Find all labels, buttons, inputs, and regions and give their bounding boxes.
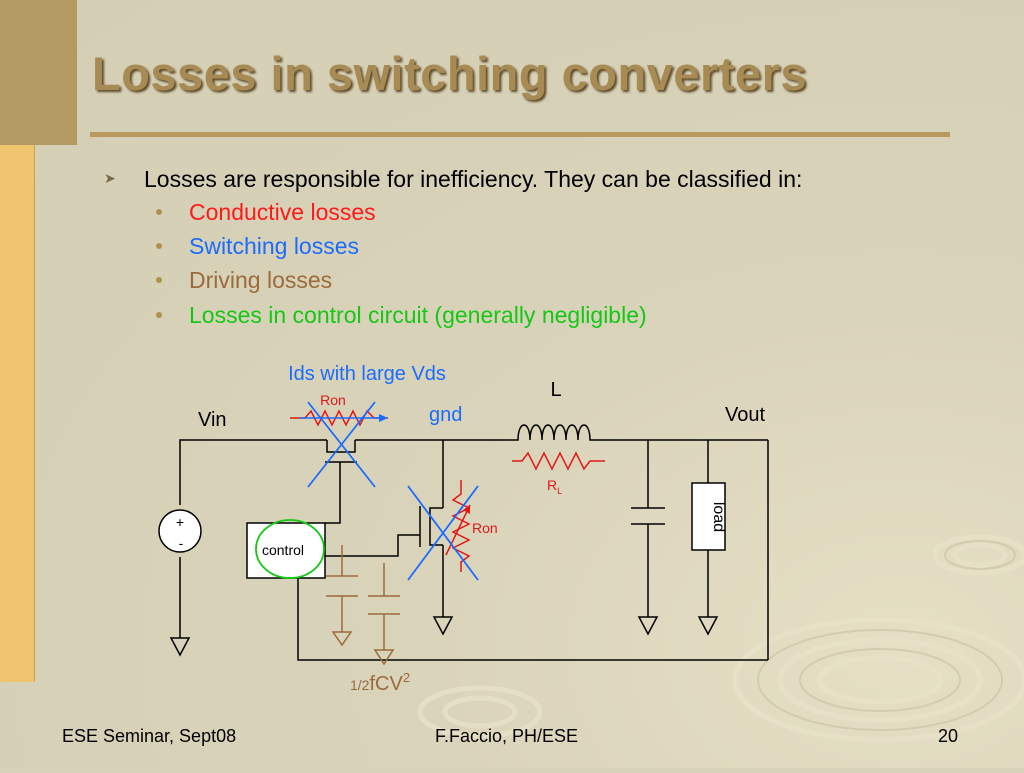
bullet-dot-icon xyxy=(156,209,162,215)
page-number: 20 xyxy=(938,726,959,746)
ground-symbols xyxy=(169,616,719,657)
ids-arrowhead-icon xyxy=(379,414,388,422)
accent-bar-light xyxy=(0,145,35,682)
driving-loss-formula: 1/2fCV2 xyxy=(350,670,410,695)
high-side-transistor xyxy=(325,440,357,463)
accent-bar-dark xyxy=(0,0,77,145)
low-side-transistor xyxy=(419,506,443,547)
ids-label: Ids with large Vds xyxy=(288,363,446,385)
rl-label: RL xyxy=(547,477,562,496)
switch-crossout-low xyxy=(407,485,479,581)
loss-type-label: Driving losses xyxy=(189,267,333,293)
vin-label: Vin xyxy=(198,409,227,431)
bullet-dot-icon xyxy=(156,277,162,283)
ron-top-label: Ron xyxy=(320,392,346,408)
vout-label: Vout xyxy=(725,404,765,426)
ground-icon xyxy=(697,616,719,636)
inductor-label: L xyxy=(550,379,561,401)
control-highlight xyxy=(255,519,325,579)
switch-crossout-top xyxy=(307,401,376,488)
ron-right-label: Ron xyxy=(472,520,498,536)
loss-type-label: Losses in control circuit (generally neg… xyxy=(189,302,647,328)
intro-text: Losses are responsible for inefficiency.… xyxy=(144,166,803,192)
circuit-wires xyxy=(179,439,769,661)
ground-icon xyxy=(169,637,191,657)
control-label: control xyxy=(262,542,304,558)
ron-arrowhead-icon xyxy=(463,505,470,514)
source-minus: - xyxy=(179,535,184,551)
gate-capacitors xyxy=(326,545,400,666)
arrow-bullet-icon: ➤ xyxy=(104,170,116,186)
load-label: load xyxy=(710,502,727,532)
ron-right-resistor-icon xyxy=(451,480,471,572)
bullet-dot-icon xyxy=(156,243,162,249)
output-capacitor-icon xyxy=(631,507,665,525)
load-block xyxy=(691,482,726,551)
control-block xyxy=(246,522,326,579)
title-underline xyxy=(90,132,950,137)
inductor-icon xyxy=(512,424,600,441)
gnd-label: gnd xyxy=(429,404,462,426)
ground-icon xyxy=(432,616,454,636)
bullet-dot-icon xyxy=(156,312,162,318)
rl-resistor-icon xyxy=(512,451,605,471)
loss-type-label: Conductive losses xyxy=(189,199,376,225)
footer-left: ESE Seminar, Sept08 xyxy=(62,726,237,746)
footer-center: F.Faccio, PH/ESE xyxy=(435,726,579,746)
source-plus: + xyxy=(176,514,184,530)
slide-title: Losses in switching converters xyxy=(92,47,807,100)
ron-variable-arrow xyxy=(445,504,471,556)
loss-type-label: Switching losses xyxy=(189,233,360,259)
ground-icon xyxy=(637,616,659,636)
voltage-source-icon xyxy=(158,509,202,553)
